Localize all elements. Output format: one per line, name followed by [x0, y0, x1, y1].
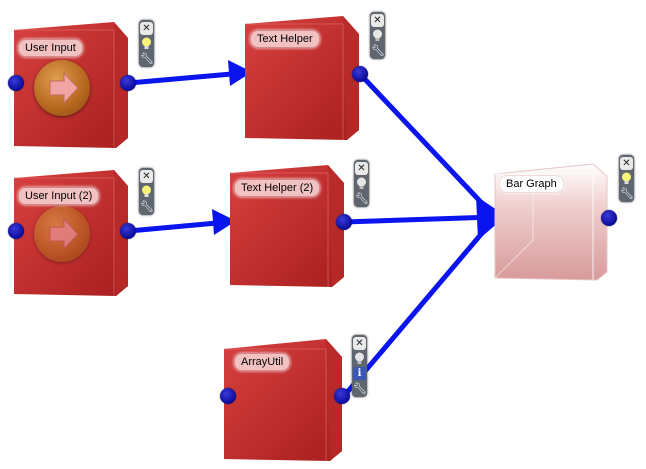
node-bar-graph[interactable]: Bar Graph [493, 160, 617, 282]
node-label: User Input (2) [18, 187, 100, 205]
wrench-icon[interactable]: 🔧︎ [371, 44, 385, 57]
bulb-icon[interactable] [353, 352, 366, 365]
play-arrow-icon[interactable] [34, 206, 90, 262]
bulb-icon[interactable] [355, 177, 368, 190]
node-controls: ✕ 🔧︎ [619, 155, 634, 202]
node-label: User Input [18, 39, 83, 57]
node-controls: ✕ 🔧︎ [354, 160, 369, 207]
wrench-icon[interactable]: 🔧︎ [355, 192, 369, 205]
output-port[interactable] [352, 66, 368, 82]
node-text-helper-2[interactable]: Text Helper (2) [228, 163, 352, 289]
input-port[interactable] [220, 388, 236, 404]
output-port[interactable] [336, 214, 352, 230]
node-text-helper[interactable]: Text Helper [243, 14, 368, 142]
close-icon[interactable]: ✕ [140, 170, 153, 183]
info-icon[interactable]: i [353, 367, 366, 380]
node-label: Bar Graph [499, 175, 564, 193]
node-user-input[interactable]: User Input [8, 20, 136, 150]
bulb-icon[interactable] [620, 172, 633, 185]
wire-text-helper-to-bar-graph[interactable] [358, 72, 496, 218]
node-cube [494, 163, 608, 281]
node-controls: ✕ i 🔧︎ [352, 335, 367, 397]
wire-user-input-2-to-text-helper-2[interactable] [128, 219, 229, 234]
node-controls: ✕ 🔧︎ [139, 168, 154, 215]
node-controls: ✕ 🔧︎ [139, 20, 154, 67]
output-port[interactable] [334, 388, 350, 404]
wrench-icon[interactable]: 🔧︎ [140, 52, 154, 65]
wire-user-input-to-text-helper[interactable] [128, 70, 244, 86]
wire-text-helper-2-to-bar-graph[interactable] [343, 214, 495, 225]
node-array-util[interactable]: ArrayUtil [220, 337, 350, 463]
node-label: Text Helper (2) [234, 179, 321, 197]
bulb-icon[interactable] [140, 37, 153, 50]
input-port[interactable] [8, 75, 24, 91]
close-icon[interactable]: ✕ [371, 14, 384, 27]
bulb-icon[interactable] [371, 29, 384, 42]
close-icon[interactable]: ✕ [620, 157, 633, 170]
bulb-icon[interactable] [140, 185, 153, 198]
node-controls: ✕ 🔧︎ [370, 12, 385, 59]
play-arrow-icon[interactable] [34, 60, 90, 116]
close-icon[interactable]: ✕ [355, 162, 368, 175]
close-icon[interactable]: ✕ [140, 22, 153, 35]
close-icon[interactable]: ✕ [353, 337, 366, 350]
node-user-input-2[interactable]: User Input (2) [8, 168, 136, 298]
wrench-icon[interactable]: 🔧︎ [140, 200, 154, 213]
node-label: ArrayUtil [234, 353, 291, 371]
output-port[interactable] [601, 210, 617, 226]
input-port[interactable] [8, 223, 24, 239]
node-label: Text Helper [250, 30, 320, 48]
wrench-icon[interactable]: 🔧︎ [620, 187, 634, 200]
output-port[interactable] [120, 223, 136, 239]
output-port[interactable] [120, 75, 136, 91]
wrench-icon[interactable]: 🔧︎ [353, 382, 367, 395]
